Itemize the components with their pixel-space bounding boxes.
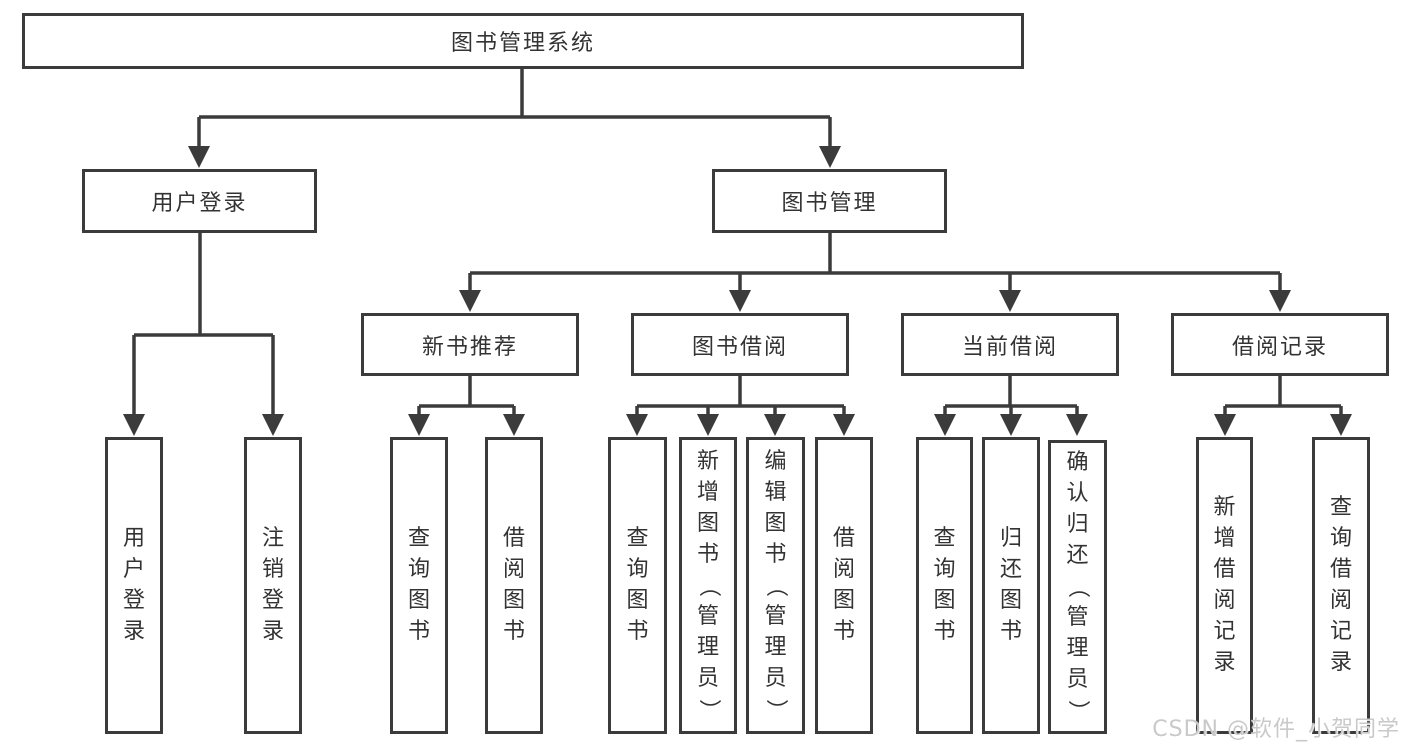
node-borrow-record: 借阅记录 [1171,313,1389,376]
node-new-book-recommend: 新书推荐 [361,313,579,376]
leaf-logout: 注销登录 [244,437,302,734]
arrow-icon [999,290,1021,312]
arrow-icon [262,414,284,436]
leaf-user-login: 用户登录 [105,437,163,734]
node-library-system: 图书管理系统 [22,13,1024,69]
arrow-icon [1000,414,1022,436]
node-book-management: 图书管理 [712,169,947,233]
arrow-icon [697,414,719,436]
arrow-icon [459,290,481,312]
arrowheads [123,146,1352,436]
arrow-icon [408,414,430,436]
leaf-query-book-recommend: 查询图书 [390,437,448,734]
node-current-borrow: 当前借阅 [901,313,1119,376]
arrow-icon [934,414,956,436]
arrow-icon [188,146,210,168]
connector-borrow-record-group [1223,376,1343,424]
arrow-icon [503,414,525,436]
csdn-watermark: CSDN @软件_小贺同学 [1152,717,1400,742]
arrow-icon [1269,290,1291,312]
node-user-login: 用户登录 [82,169,317,233]
connector-book-mgmt-group [468,233,1282,296]
arrow-icon [1066,414,1088,436]
connector-user-login-group [132,233,275,422]
arrow-icon [729,290,751,312]
arrow-icon [626,414,648,436]
leaf-confirm-return-admin: 确认归还（管理员） [1048,440,1107,734]
connector-book-borrow-group [635,376,846,424]
connector-new-book-group [417,376,516,424]
node-book-borrow: 图书借阅 [631,313,849,376]
arrow-icon [819,146,841,168]
leaf-query-book-borrow: 查询图书 [608,437,667,734]
leaf-return-book: 归还图书 [982,437,1040,734]
arrow-icon [764,414,786,436]
arrow-icon [1214,414,1236,436]
arrow-icon [123,414,145,436]
leaf-query-book-current: 查询图书 [916,437,973,734]
leaf-borrow-book: 借阅图书 [815,437,873,734]
connector-root [197,69,832,152]
arrow-icon [833,414,855,436]
leaf-borrow-book-recommend: 借阅图书 [485,437,543,734]
leaf-edit-book-admin: 编辑图书（管理员） [746,437,805,734]
leaf-add-book-admin: 新增图书（管理员） [679,437,737,734]
arrow-icon [1330,414,1352,436]
leaf-add-borrow-record: 新增借阅记录 [1196,437,1253,734]
leaf-query-borrow-record: 查询借阅记录 [1312,437,1370,734]
